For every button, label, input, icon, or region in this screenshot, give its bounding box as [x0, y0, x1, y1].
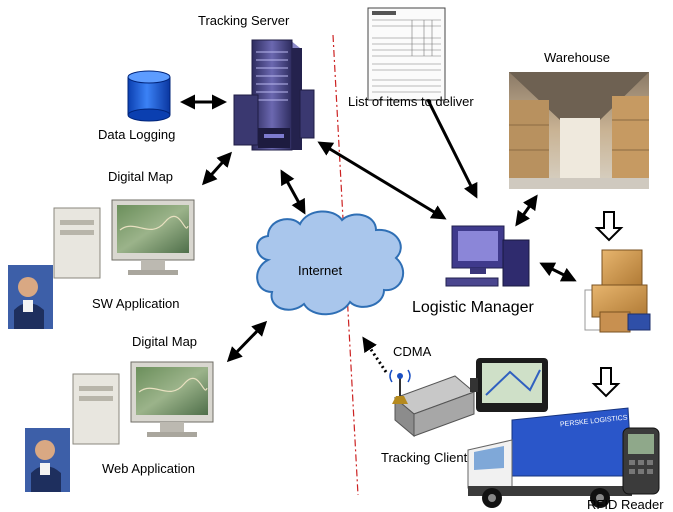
tracking-client-label: Tracking Client [381, 450, 468, 465]
digital-map-label: Digital Map [132, 334, 198, 349]
down-arrow-icon [594, 211, 624, 242]
user-photo [8, 265, 53, 329]
internet-label: Internet [298, 263, 343, 278]
sw-application-label: SW Application [92, 296, 180, 311]
delivery-truck [467, 407, 633, 508]
connector-arrow [280, 169, 306, 215]
cdma-antenna-icon [389, 369, 411, 404]
workstation-computer-icon [53, 199, 195, 279]
tracking-server-label: Tracking Server [198, 13, 290, 28]
data-logging-label: Data Logging [98, 127, 176, 142]
workstation-computer-icon [72, 361, 214, 445]
database-icon [127, 70, 171, 122]
user-photo [25, 428, 70, 492]
warehouse-photo [509, 72, 649, 189]
connector-arrow [515, 194, 538, 227]
connector-arrow-dotted [362, 336, 388, 373]
rfid-reader-label: RFID Reader [587, 497, 664, 512]
logistic-manager-label: Logistic Manager [412, 299, 534, 316]
rfid-reader-icon [622, 427, 660, 495]
web-application-label: Web Application [102, 461, 195, 476]
digital-map-label: Digital Map [108, 169, 174, 184]
delivery-list-label: List of items to deliver [348, 94, 474, 109]
connector-arrow [317, 141, 447, 220]
connector-arrow [201, 151, 233, 186]
connector-arrow [539, 262, 577, 282]
gps-navigator-icon [470, 358, 548, 412]
delivery-list-document [367, 7, 446, 101]
packages-photo [584, 249, 651, 333]
tracking-server-icon [233, 39, 315, 151]
connector-arrow [426, 99, 478, 199]
logistic-manager-computer-icon [445, 225, 530, 287]
cdma-label: CDMA [393, 344, 432, 359]
tracking-client-device [394, 375, 475, 438]
connector-arrow [226, 320, 268, 363]
warehouse-label: Warehouse [544, 50, 610, 65]
down-arrow-icon [591, 367, 621, 398]
internet-cloud [256, 210, 405, 316]
